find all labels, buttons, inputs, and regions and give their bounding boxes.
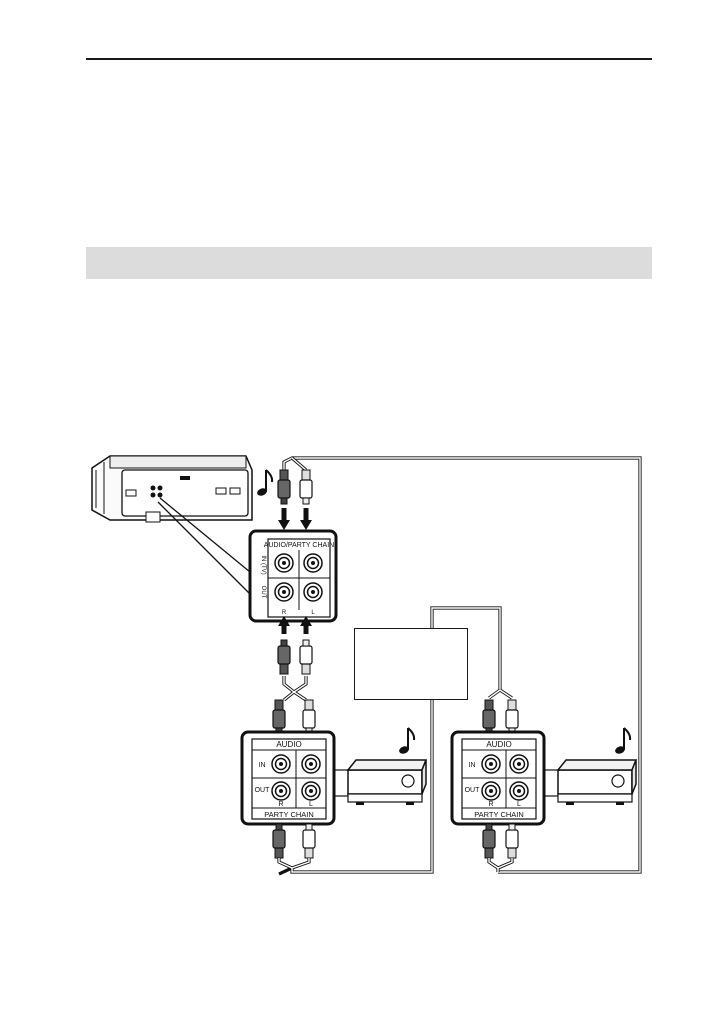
main-unit-illustration: [91, 455, 253, 523]
rca-jack-out-l: [301, 781, 321, 801]
row-out-label: OUT: [260, 586, 266, 599]
panel-footer: PARTY CHAIN: [264, 810, 314, 819]
rca-plug-red: [272, 699, 286, 735]
rca-jack-in-l: [301, 754, 321, 774]
rca-jack-out-l: [303, 582, 323, 602]
rca-plug-white: [302, 699, 316, 735]
row-in-label: IN: [259, 762, 266, 769]
channel-r-label: R: [282, 610, 287, 616]
audio-panel-1: AUDIO IN OUT R L PARTY CHAIN: [240, 730, 336, 826]
rca-jack-in-r: [274, 553, 294, 573]
top-rule: [86, 58, 652, 60]
rca-jack-in-l: [303, 553, 323, 573]
music-note-icon: [613, 727, 632, 756]
rca-plug-white: [505, 699, 519, 735]
panel-header: AUDIO: [486, 740, 511, 749]
channel-l-label: L: [517, 801, 521, 808]
row-in-label: IN: [469, 762, 476, 769]
row-out-label: OUT: [465, 787, 481, 794]
rca-jack-out-l: [509, 781, 529, 801]
audio-panel-2: AUDIO IN OUT R L PARTY CHAIN: [450, 730, 546, 826]
rca-jack-out-r: [481, 781, 501, 801]
rca-jack-out-r: [271, 781, 291, 801]
panel-header: AUDIO: [276, 740, 301, 749]
rca-plug-white: [299, 469, 313, 505]
panel-footer: PARTY CHAIN: [474, 810, 524, 819]
music-note-icon: [397, 727, 416, 756]
audio-component-2: [557, 759, 637, 806]
channel-r-label: R: [488, 801, 493, 808]
section-heading-band: [86, 247, 652, 279]
channel-r-label: R: [278, 801, 283, 808]
rca-plug-red: [277, 469, 291, 505]
channel-l-label: L: [311, 610, 315, 616]
channel-l-label: L: [309, 801, 313, 808]
row-in-tv-label: IN (TV): [260, 555, 266, 574]
callout-box: [354, 628, 468, 700]
panel-header: AUDIO/PARTY CHAIN: [264, 542, 334, 549]
rca-plug-red: [482, 699, 496, 735]
music-note-icon: [255, 469, 274, 498]
rca-jack-in-l: [509, 754, 529, 774]
main-unit-jack-panel: AUDIO/PARTY CHAIN IN (TV) OUT R L: [248, 529, 338, 623]
row-out-label: OUT: [255, 787, 271, 794]
rca-jack-in-r: [481, 754, 501, 774]
audio-component-1: [347, 759, 427, 806]
rca-jack-in-r: [271, 754, 291, 774]
rca-jack-out-r: [274, 582, 294, 602]
